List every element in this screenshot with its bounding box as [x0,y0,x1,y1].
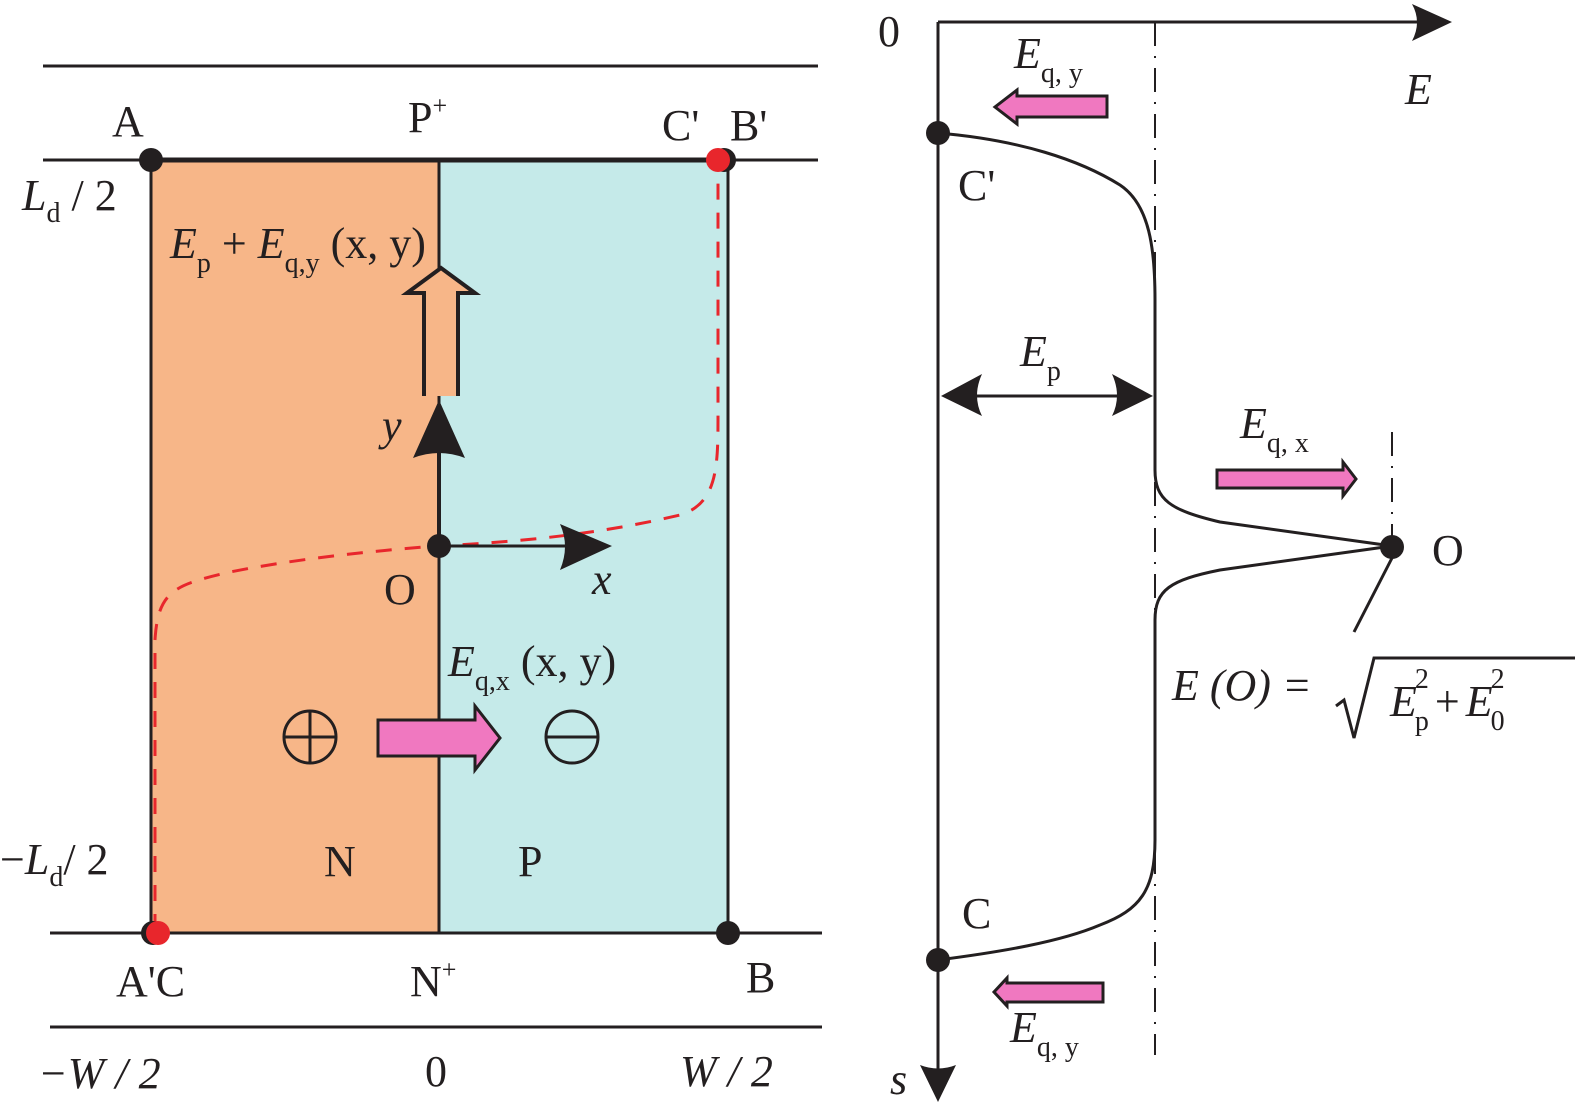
origin-point-O [427,534,451,558]
point-C-prime-right [926,121,950,145]
label-y-axis: y [378,401,402,450]
ep-arrowhead-right [1112,374,1153,416]
label-O-right: O [1432,526,1464,575]
label-e-axis: E [1404,65,1432,114]
label-B: B [746,953,775,1002]
label-origin-zero: 0 [878,7,900,56]
eo-formula: E (O) = Ep2+E02 [1171,656,1575,739]
y-axis-arrowhead [413,400,465,458]
label-vertical-field: Ep + Eq,y (x, y) [169,219,426,279]
formula-radicand: Ep2+E02 [1389,664,1505,737]
horizontal-field-arrow [376,701,502,775]
label-neg-w-half: −W / 2 [38,1049,161,1098]
point-C [146,921,170,945]
point-A [139,148,163,172]
field-profile-curve [937,131,1393,962]
label-B-prime: B' [730,101,767,150]
point-O-right [1380,535,1404,559]
point-C-right [926,948,950,972]
ep-arrowhead-left [941,374,982,416]
left-panel: A P+ C' B' Ld / 2 −Ld/ 2 Ep + Eq,y (x, y… [0,64,822,1098]
negative-charge-icon [544,709,600,765]
vertical-field-arrow [400,265,482,396]
label-neg-ld-half: −Ld/ 2 [0,835,109,893]
label-eqx: Eq, x [1239,399,1309,459]
label-P-region: P [518,837,542,886]
label-eqy-top: Eq, y [1013,29,1083,89]
label-C-prime: C' [662,101,699,150]
s-axis-arrowhead [920,1065,956,1102]
label-A-prime-C: A'C [116,957,185,1006]
x-axis-arrowhead [560,524,612,570]
label-eqy-bottom: Eq, y [1009,1003,1079,1063]
formula-lhs: E (O) = [1171,661,1312,710]
label-x-axis: x [591,555,612,604]
label-ld-half: Ld / 2 [21,171,117,229]
label-N-plus: N+ [410,955,456,1006]
label-s-axis: s [890,1055,907,1104]
label-P-plus: P+ [408,91,447,142]
label-C-right: C [962,889,991,938]
label-w-half: W / 2 [680,1047,773,1096]
eqy-top-arrow [992,86,1109,128]
n-region [149,158,441,935]
right-panel: 0 E s Eq, y C' Ep Eq, x O C Eq, y E (O) … [878,4,1575,1104]
label-zero: 0 [425,1047,447,1096]
e-axis-arrowhead [1412,4,1452,41]
eqx-arrow [1215,457,1358,501]
label-ep: Ep [1019,327,1061,387]
label-C-prime-right: C' [958,161,995,210]
positive-charge-icon [282,709,338,765]
eqy-bottom-arrow [991,974,1105,1010]
label-O: O [384,565,416,614]
point-C-prime [706,148,730,172]
point-B [716,921,740,945]
label-horizontal-field: Eq,x (x, y) [447,637,616,697]
formula-leader-line [1352,557,1394,633]
sqrt-sign-icon [1335,656,1575,739]
label-A: A [112,97,144,146]
label-N-region: N [324,837,356,886]
